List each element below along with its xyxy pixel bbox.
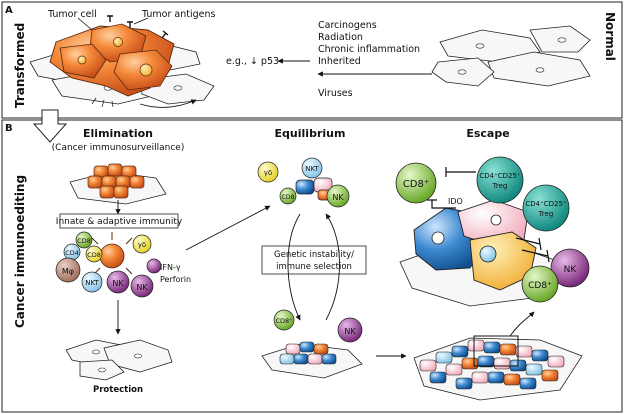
panel-a-letter: A [5,5,13,16]
transformed-tissue [29,15,215,108]
inhibition-line [445,167,476,177]
nk-cell: NK [106,270,130,294]
genetic-instability-box [261,245,367,275]
svg-text:NK: NK [112,279,124,288]
cd4-cell: CD4 [63,243,81,261]
svg-text:CD4: CD4 [65,249,79,257]
normal-tissue [431,25,591,87]
cd8-cell: CD8⁺ [395,162,437,204]
escape-heading: Escape [466,127,509,140]
cd8-cell-2: CD8 [85,245,103,263]
equilibrium-cluster: γδ NKT CD8 NK [257,157,350,208]
cause-carcinogens: Carcinogens [318,20,377,31]
svg-text:NK: NK [344,327,356,336]
treg-cell: CD4⁺CD25⁺ Treg [476,156,524,204]
genetic-instability-label: Genetic instability/ [274,250,354,260]
cd8-cell-2: CD8⁺ [521,265,559,303]
protection-label: Protection [93,385,143,395]
svg-text:CD8: CD8 [77,237,91,245]
immune-selection-label: immune selection [276,262,352,272]
nk-cell: NK [326,184,350,208]
nk-cell: NK [550,248,590,288]
svg-text:Mφ: Mφ [62,267,74,276]
elimination-heading: Elimination [83,127,153,140]
nk-cell: NK [337,317,363,343]
svg-text:Treg: Treg [492,182,508,190]
svg-text:CD8⁺: CD8⁺ [403,179,429,190]
escape-tissue [413,335,583,401]
svg-text:CD8: CD8 [282,194,295,201]
nk-cell-2: NK [130,274,154,298]
cause-viruses: Viruses [318,88,353,99]
cause-inherited: Inherited [318,56,361,67]
equilibrium-heading: Equilibrium [275,127,346,140]
svg-text:NKT: NKT [305,165,319,173]
innate-adaptive-box [59,213,179,229]
innate-adaptive-label: Innate & adaptive immunity [56,217,183,227]
svg-text:Treg: Treg [538,210,554,218]
svg-text:CD4⁺CD25⁺: CD4⁺CD25⁺ [525,200,567,208]
cause-chronic-inflammation: Chronic inflammation [318,44,420,55]
elimination-tumor [69,163,167,205]
cd8-cell: CD8 [75,231,93,249]
p53-label: e.g., ↓ p53 [226,56,279,67]
tumor-antigens-label: Tumor antigens [141,9,215,20]
mphi-cell: Mφ [55,257,81,283]
tumor-nucleus [139,63,153,77]
panel-b-frame [1,119,623,413]
a-to-b-arrow [32,109,68,143]
dying-tumor-cell [99,243,125,269]
equilibrium-tissue [261,341,363,379]
tumor-cell-label: Tumor cell [47,9,97,20]
zoom-box [473,335,519,367]
normal-label: Normal [603,12,617,61]
svg-text:NKT: NKT [85,279,99,287]
panel-a-frame [1,1,623,119]
gd-cell: γδ [257,161,279,183]
elimination-immune-cluster: CD8 CD4 CD8 γδ Mφ NKT NK NK [55,231,162,298]
cd8-cell: CD8⁺ [273,309,295,331]
elimination-subheading: (Cancer immunosurveillance) [52,143,185,153]
cause-radiation: Radiation [318,32,363,43]
cd8-cell: CD8 [279,187,297,205]
ido-label: IDO [448,197,463,206]
cancer-immunoediting-label: Cancer immunoediting [13,175,27,328]
svg-text:NK: NK [332,193,344,202]
svg-text:CD4⁺CD25⁺: CD4⁺CD25⁺ [479,172,521,180]
protection-tissue [65,339,173,381]
svg-text:γδ: γδ [138,241,146,249]
svg-text:CD8: CD8 [87,251,101,259]
perforin-label: Perforin [160,275,191,284]
treg-cell-2: CD4⁺CD25⁺ Treg [522,184,570,232]
svg-text:CD8⁺: CD8⁺ [528,281,552,291]
ifn-gamma-label: IFN-γ [160,263,181,272]
panel-b-letter: B [5,123,13,134]
nkt-cell: NKT [301,157,323,179]
svg-text:NK: NK [564,265,578,275]
transformed-label: Transformed [13,23,27,108]
svg-text:NK: NK [136,283,148,292]
gd-cell: γδ [132,234,152,254]
nkt-cell: NKT [81,271,103,293]
elimination-to-equilibrium-arrow [185,205,271,251]
svg-text:γδ: γδ [264,169,272,177]
antigen-marker [107,15,113,22]
svg-text:CD8⁺: CD8⁺ [275,317,292,325]
